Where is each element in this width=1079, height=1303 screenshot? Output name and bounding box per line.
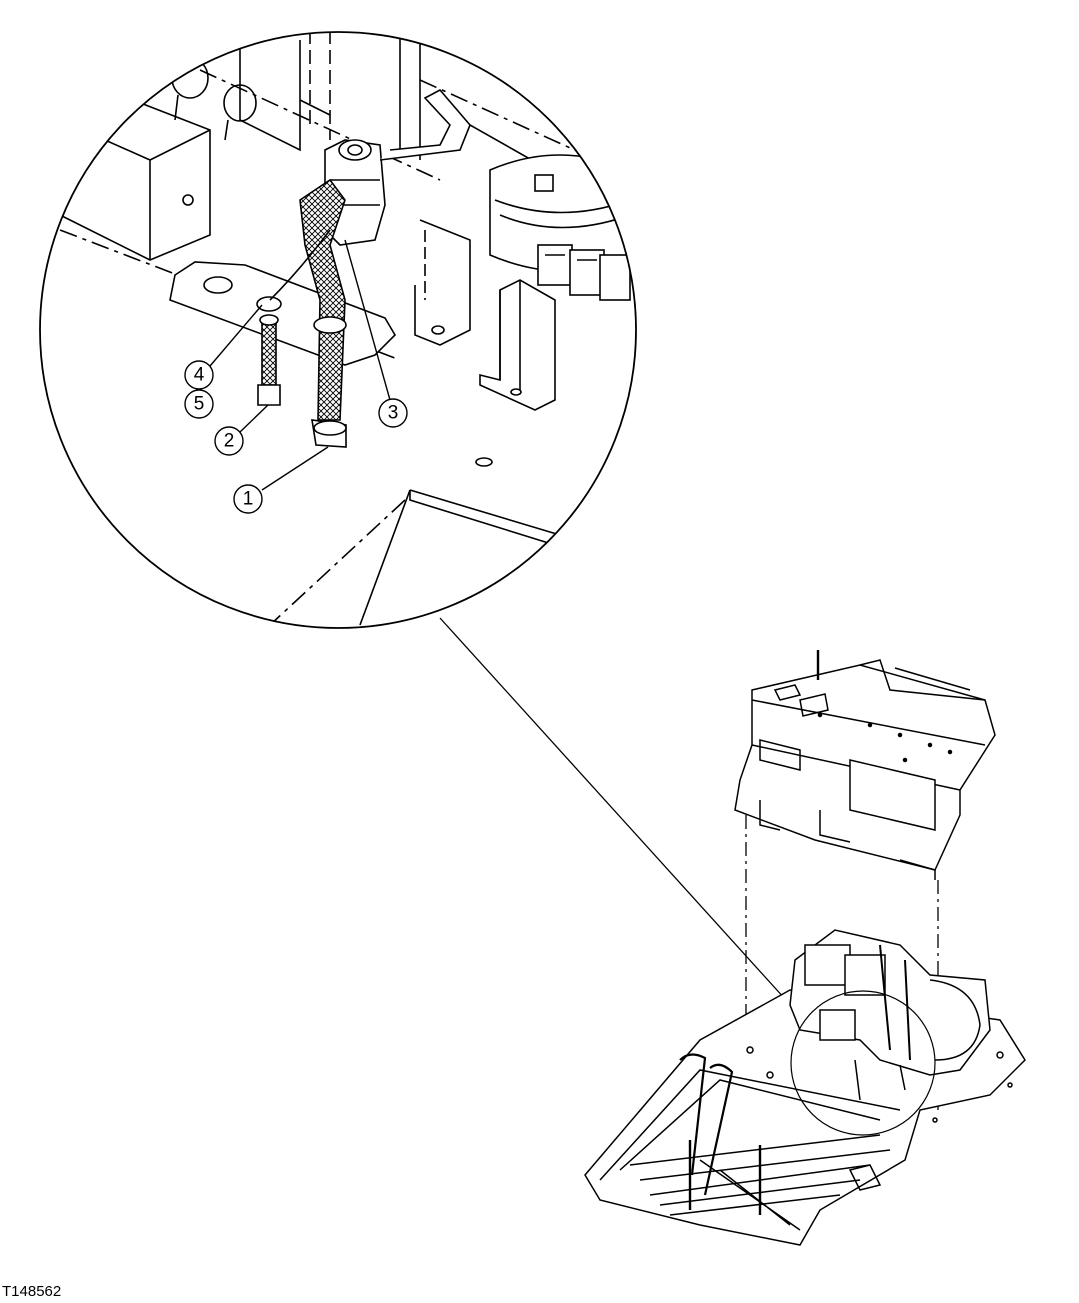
callout-4: 4 bbox=[184, 304, 263, 390]
upper-panel bbox=[734, 650, 996, 880]
callout-5: 5 bbox=[184, 389, 214, 419]
detail-view bbox=[39, 31, 637, 629]
floor-assembly bbox=[584, 929, 1026, 1246]
detail-leader-line bbox=[439, 617, 796, 1011]
callout-1: 1 bbox=[233, 446, 329, 514]
callout-3-label: 3 bbox=[388, 403, 399, 424]
callout-4-label: 4 bbox=[194, 365, 205, 386]
figure-id-label: T148562 bbox=[2, 1283, 62, 1300]
callout-1-label: 1 bbox=[243, 489, 254, 510]
callout-2: 2 bbox=[214, 404, 269, 456]
callout-2-label: 2 bbox=[224, 431, 235, 452]
callout-3: 3 bbox=[344, 239, 408, 428]
callout-5-label: 5 bbox=[194, 394, 205, 415]
